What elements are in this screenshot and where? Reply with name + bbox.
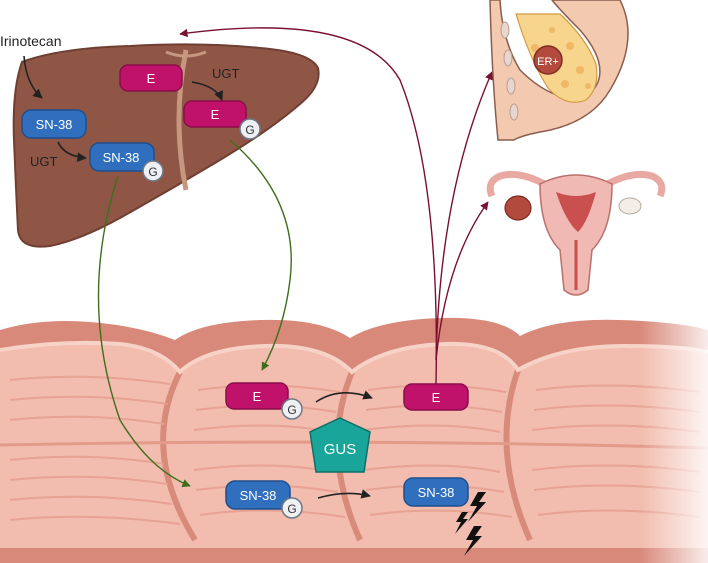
lightning-bolt-icon-2 (455, 512, 468, 534)
breast-outline (489, 0, 629, 141)
er-positive-label: ER+ (537, 56, 559, 68)
ugt-label-right: UGT (212, 66, 240, 81)
ugt-label-left: UGT (30, 154, 58, 169)
sn38g-transport-arrow (97, 175, 191, 488)
estrogen-g-liver-box (183, 100, 247, 128)
fallopian-tube-left (486, 170, 550, 198)
gus-label: GUS (324, 441, 357, 458)
gus-enzyme (309, 417, 371, 473)
intestine-fade (640, 315, 708, 563)
estrogen-g-transport-arrow (229, 139, 292, 371)
sn38-gut-box (403, 477, 469, 507)
sn38g-liver-label: SN-38 (103, 150, 140, 165)
ovary-left-tumor (504, 195, 532, 221)
breast-ribs (500, 21, 519, 121)
sn38-gut-label: SN-38 (418, 485, 455, 500)
uterus-icon (486, 170, 666, 296)
glucuronide-badge-1 (142, 160, 164, 182)
glucuronide-label-3: G (287, 403, 296, 417)
estrogen-to-breast-arrow (435, 71, 493, 361)
glucuronide-badge-4 (281, 497, 303, 519)
estrogen-g-gut-label: E (253, 389, 262, 404)
estrogen-liver-label: E (147, 71, 156, 86)
liver (12, 43, 320, 248)
irinotecan-label: Irinotecan (0, 33, 61, 49)
irinotecan-arrow (23, 55, 43, 99)
liver-ligament (176, 49, 189, 191)
haustra-fold-3 (503, 369, 533, 542)
sn38g-gut-box (225, 480, 291, 510)
ovary-right (618, 197, 642, 215)
sn38g-liver-box (89, 142, 155, 172)
estrogen-to-uterus-arrow (435, 201, 489, 361)
glucuronide-label-2: G (245, 123, 254, 137)
intestine-rim (0, 340, 708, 375)
estrogen-liver-box (119, 64, 183, 92)
er-positive-tumor (533, 45, 563, 75)
uterus-body (539, 174, 613, 296)
ugt-arrow-right (191, 81, 224, 101)
liver-ligament-top (165, 50, 207, 58)
estrogen-g-liver-label: E (211, 107, 220, 122)
estrogen-gut-label: E (432, 390, 441, 405)
sn38-liver-label: SN-38 (36, 117, 73, 132)
estrogen-to-liver-arrow (179, 27, 438, 385)
liver-shape (12, 43, 320, 248)
lightning-bolt-icon-3 (464, 526, 482, 556)
ugt-arrow-left (57, 141, 87, 162)
breast-icon: ER+ (489, 0, 629, 141)
glucuronide-label-1: G (148, 165, 157, 179)
estrogen-gut-box (403, 383, 469, 411)
sn38g-gut-label: SN-38 (240, 488, 277, 503)
fallopian-tube-right (602, 170, 666, 198)
sn38-liver-box (21, 109, 87, 139)
glucuronide-label-4: G (287, 502, 296, 516)
deconjugation-arrow-sn38 (317, 489, 371, 499)
estrogen-g-gut-box (225, 382, 289, 410)
uterine-cavity (556, 192, 596, 232)
haustra-fold-1 (160, 370, 198, 542)
glucuronide-badge-3 (281, 398, 303, 420)
intestine-bottom-wall (0, 548, 708, 563)
deconjugation-arrow-estrogen (315, 390, 373, 403)
glucuronide-badge-2 (239, 118, 261, 140)
lightning-bolt-icon (468, 492, 486, 522)
